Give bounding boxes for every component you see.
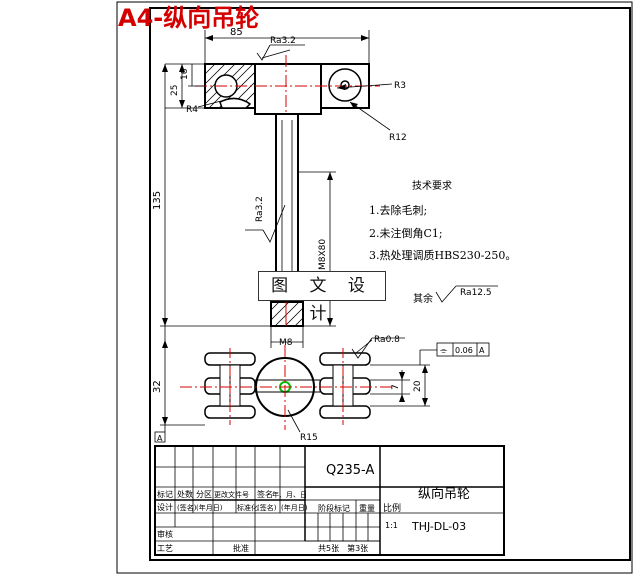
dim-16: 16 xyxy=(180,68,190,80)
flatness-value: 0.06 xyxy=(455,346,473,355)
flatness-symbol: ⌯ xyxy=(440,346,448,356)
part-name: 纵向吊轮 xyxy=(418,486,470,502)
tb-r1-c1: 标记 xyxy=(157,489,173,499)
flatness-datum: A xyxy=(479,346,485,355)
tb-r1-c2: 处数 xyxy=(177,489,193,499)
title-block-text: Q235-A 纵向吊轮 THJ-DL-03 比例 1:1 阶段标记 重量 共5张… xyxy=(157,463,470,553)
dimension-text: 85 Ra3.2 16 25 R4 R3 R12 135 Ra3.2 M8X80… xyxy=(152,27,492,443)
rest-roughness: Ra12.5 xyxy=(460,288,492,298)
tech-heading: 技术要求 xyxy=(412,179,452,192)
dim-32: 32 xyxy=(152,380,163,393)
tb-r1-c3: 分区 xyxy=(196,490,212,499)
scale-value: 1:1 xyxy=(385,521,398,530)
tech-requirements: 技术要求 1.去除毛刺; 2.未注倒角C1; 3.热处理调质HBS230-250… xyxy=(369,179,516,262)
tb-r3-c1: 审核 xyxy=(157,529,173,539)
scale-header: 比例 xyxy=(383,502,401,514)
dim-r4: R4 xyxy=(186,105,198,115)
title-block xyxy=(154,445,505,556)
tb-r2-c2: (签名) xyxy=(177,503,197,512)
tb-r2-c3: (年月日) xyxy=(196,503,223,512)
dim-r3: R3 xyxy=(394,81,406,91)
dim-7: 7 xyxy=(391,384,401,390)
dim-85: 85 xyxy=(230,27,243,38)
sheet-count: 共5张 第3张 xyxy=(318,543,368,553)
tb-r1-c6: 年、月、日 xyxy=(272,490,307,499)
watermark-label: 图 文 设 计 xyxy=(258,271,386,324)
dimension-lines xyxy=(154,30,498,443)
tech-item-1: 1.去除毛刺; xyxy=(369,203,427,217)
tb-r1-c4: 更改文件号 xyxy=(214,490,249,499)
tb-r2-c6: (年月日) xyxy=(281,503,308,512)
top-head xyxy=(195,55,380,330)
tb-r2-c5: (签名) xyxy=(257,503,277,512)
dim-m8: M8 xyxy=(279,338,293,348)
shaft xyxy=(270,113,304,327)
tb-r1-c5: 签名 xyxy=(257,489,273,499)
dim-m8x80: M8X80 xyxy=(318,239,328,270)
tb-r4-c2: 批准 xyxy=(233,543,249,553)
ra-shaft: Ra3.2 xyxy=(255,196,265,222)
wheel-assembly xyxy=(180,345,395,430)
tech-item-2: 2.未注倒角C1; xyxy=(369,226,443,240)
tech-item-3: 3.热处理调质HBS230-250。 xyxy=(369,249,516,262)
inner-frame xyxy=(149,7,631,561)
dim-135: 135 xyxy=(152,191,163,210)
datum-marker: A xyxy=(157,434,163,443)
ra-wheel: Ra0.8 xyxy=(374,335,400,345)
outer-frame xyxy=(116,1,633,574)
stage-mark: 阶段标记 xyxy=(318,503,350,513)
tb-r4-c1: 工艺 xyxy=(157,544,173,553)
dimension-arrows xyxy=(162,35,428,425)
dim-r12: R12 xyxy=(389,133,407,143)
drawing-number: THJ-DL-03 xyxy=(411,520,466,533)
material: Q235-A xyxy=(326,463,374,478)
dim-r15: R15 xyxy=(300,433,318,443)
dim-20: 20 xyxy=(413,380,423,392)
tb-r2-c1: 设计 xyxy=(157,502,173,512)
tb-r2-c4: 标准化 xyxy=(237,503,258,512)
drawing-title: A4-纵向吊轮 xyxy=(118,4,260,32)
rest-label: 其余 xyxy=(413,292,433,305)
dim-25: 25 xyxy=(170,85,180,96)
weight-label: 重量 xyxy=(359,503,375,513)
ra-top: Ra3.2 xyxy=(270,36,296,46)
